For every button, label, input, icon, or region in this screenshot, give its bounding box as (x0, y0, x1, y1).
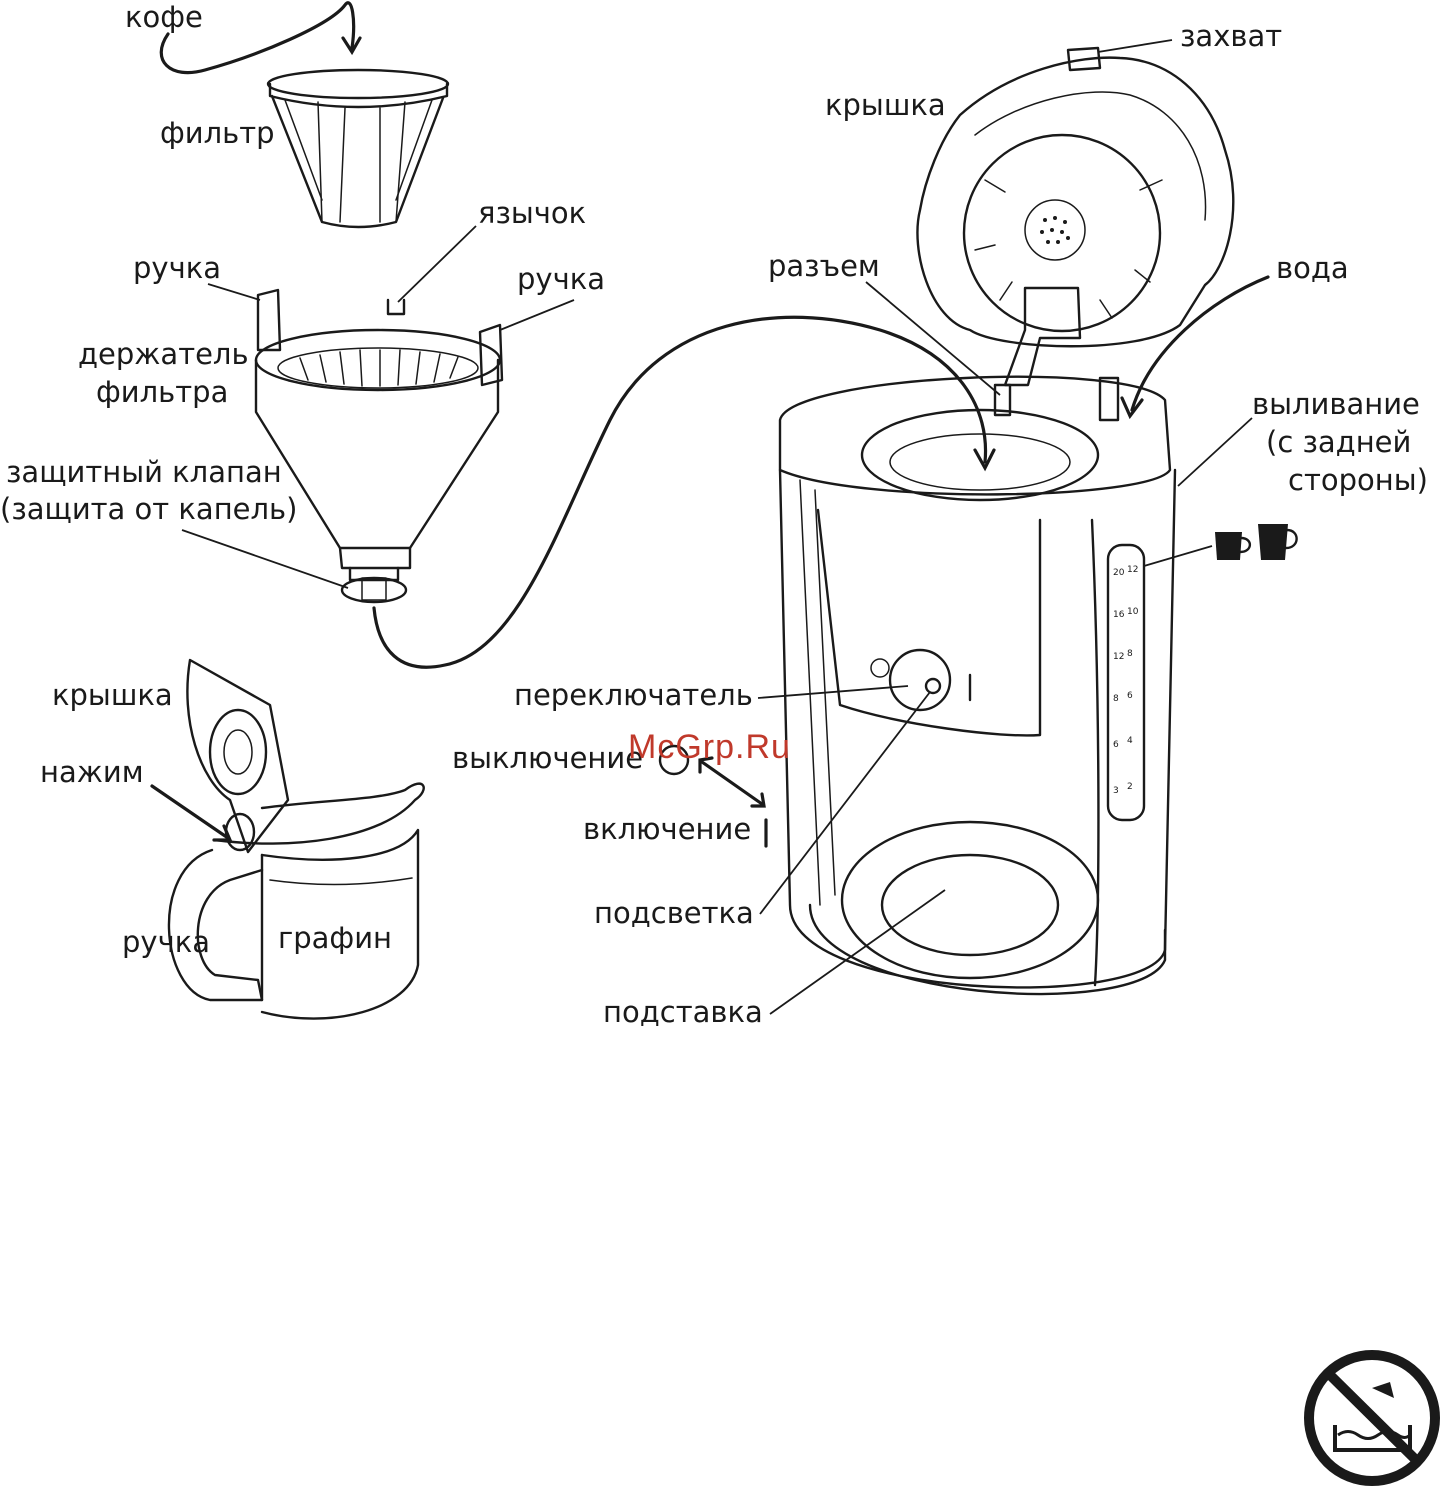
label-filter-holder-line2: фильтра (96, 375, 228, 409)
scale-right-4: 6 (1127, 691, 1133, 701)
label-filter-holder-line1: держатель (78, 337, 249, 371)
label-pour-line2: (с задней (1266, 425, 1411, 459)
label-press: нажим (40, 755, 144, 789)
label-coffee: кофе (125, 0, 203, 34)
no-immersion-icon (1309, 1355, 1435, 1481)
label-indicator: подсветка (594, 896, 754, 930)
label-handle-right: ручка (517, 262, 605, 296)
coffee-machine-illustration (780, 48, 1233, 994)
label-water: вода (1276, 251, 1349, 285)
filter-illustration (268, 70, 448, 227)
label-connector: разъем (768, 249, 880, 283)
label-carafe-handle: ручка (122, 925, 210, 959)
label-pour-line3: стороны) (1288, 463, 1428, 497)
carafe-illustration (169, 660, 424, 1019)
label-machine-lid: крышка (825, 88, 946, 122)
label-off: выключение (452, 741, 643, 775)
scale-right-5: 4 (1127, 736, 1133, 746)
scale-left-2: 16 (1113, 610, 1124, 620)
scale-right-6: 2 (1127, 782, 1133, 792)
label-carafe-lid: крышка (52, 678, 173, 712)
watermark: McGrp.Ru (628, 728, 791, 767)
label-carafe: графин (278, 921, 392, 955)
scale-left-5: 6 (1113, 740, 1119, 750)
press-arrow (152, 786, 230, 840)
water-arrow (1122, 277, 1268, 416)
scale-left-1: 20 (1113, 568, 1124, 578)
scale-right-2: 10 (1127, 607, 1138, 617)
scale-left-4: 8 (1113, 694, 1119, 704)
label-safety-valve-line2: (защита от капель) (0, 492, 297, 526)
scale-left-3: 12 (1113, 652, 1124, 662)
label-switch: переключатель (514, 678, 753, 712)
cups-icon (1215, 524, 1297, 560)
scale-right-3: 8 (1127, 649, 1133, 659)
label-stand: подставка (603, 995, 763, 1029)
filter-holder-illustration (256, 290, 502, 602)
label-handle-left: ручка (133, 251, 221, 285)
label-tab: язычок (478, 196, 586, 230)
label-safety-valve-line1: защитный клапан (6, 455, 282, 489)
scale-right-1: 12 (1127, 565, 1138, 575)
label-grip: захват (1180, 19, 1282, 53)
scale-left-6: 3 (1113, 786, 1119, 796)
label-filter: фильтр (160, 116, 275, 150)
label-on: включение (583, 812, 751, 846)
label-pour-line1: выливание (1252, 387, 1420, 421)
